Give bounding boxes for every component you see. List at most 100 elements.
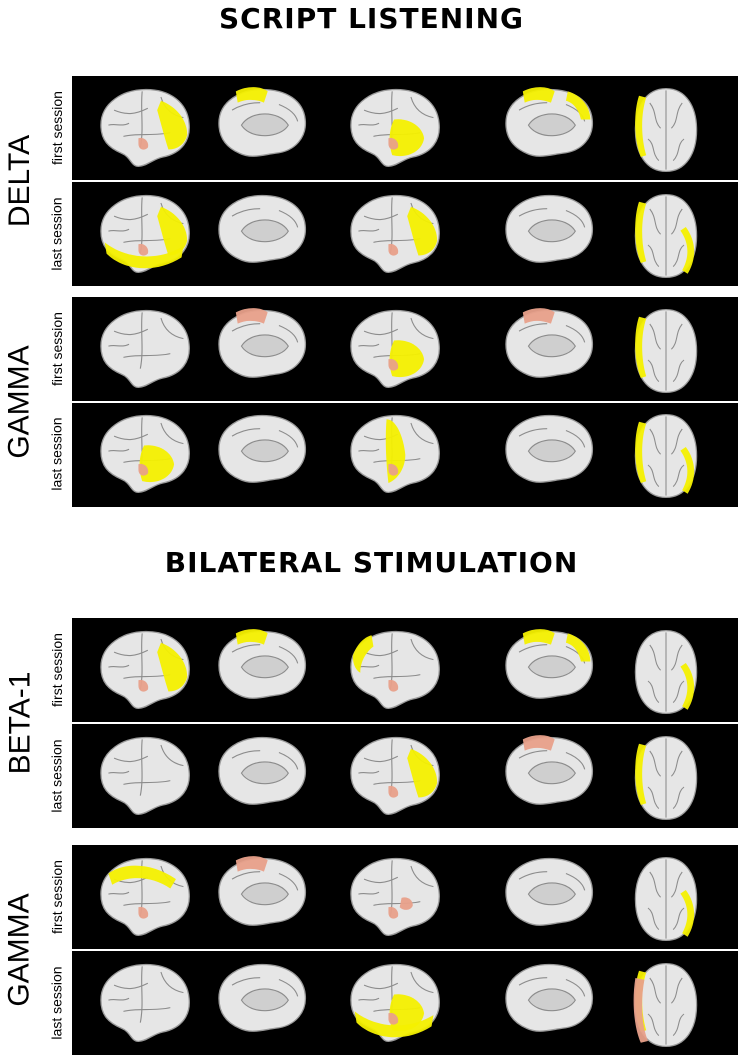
sulcus-line [108, 997, 130, 1001]
sulcus-line [649, 428, 661, 455]
activation-region [635, 201, 647, 263]
sulcus-line [108, 664, 130, 668]
activation-region [565, 633, 591, 662]
sulcus-line [278, 103, 299, 122]
top-brain-view [634, 308, 698, 394]
sulcus-line [240, 334, 289, 358]
sulcus-line [373, 674, 421, 679]
sulcus-line [123, 1007, 171, 1012]
lateral-left-brain-view [100, 857, 190, 937]
cortex-surface [100, 736, 190, 816]
activation-region [680, 227, 695, 274]
activation-region [389, 994, 425, 1032]
sulcus-line [160, 317, 184, 340]
top-brain-view [634, 629, 698, 715]
medial-right-brain-view [505, 87, 593, 157]
sulcus-line [363, 649, 399, 657]
sulcus-line [649, 871, 661, 898]
sulcus-line [527, 334, 576, 358]
divider [72, 949, 738, 951]
sulcus-line [410, 96, 434, 119]
activation-region [522, 87, 555, 103]
medial-left-brain-view [218, 87, 306, 157]
sulcus-line [410, 638, 434, 661]
divider [72, 722, 738, 724]
session-label: last session [49, 739, 65, 813]
sulcus-line [649, 102, 661, 129]
sulcus-line [672, 786, 685, 809]
top-brain-view [634, 413, 698, 499]
top-brain-view [634, 735, 698, 821]
sulcus-line [527, 113, 576, 137]
sulcus-line [373, 901, 421, 906]
sulcus-line [231, 323, 261, 332]
sulcus-line [278, 751, 299, 770]
activation-region [138, 137, 149, 150]
sulcus-line [527, 655, 576, 679]
lateral-left-brain-view [100, 309, 190, 389]
activation-region [522, 308, 555, 324]
medial-right-brain-view [505, 194, 593, 263]
sulcus-line [231, 977, 261, 986]
session-label: last session [49, 197, 65, 271]
sulcus-line [671, 208, 683, 235]
sulcus-line [647, 680, 660, 703]
lateral-right-brain-view [350, 414, 440, 494]
sulcus-line [671, 977, 683, 1004]
activation-region [235, 856, 268, 872]
activation-region [138, 679, 149, 692]
activation-region [522, 735, 555, 751]
sulcus-line [139, 739, 143, 796]
sulcus-line [518, 644, 548, 653]
medial-right-brain-view [505, 857, 593, 926]
activation-region [388, 679, 399, 692]
medial-right-brain-view [505, 308, 593, 378]
activation-region [138, 463, 149, 476]
activation-region [157, 206, 188, 256]
sulcus-line [672, 680, 685, 703]
sulcus-line [278, 429, 299, 448]
sulcus-line [518, 102, 548, 111]
sulcus-line [647, 786, 660, 809]
sulcus-line [565, 209, 586, 228]
activation-region [680, 890, 695, 937]
sulcus-line [647, 244, 660, 267]
sulcus-line [160, 422, 184, 445]
sulcus-line [231, 208, 261, 217]
sulcus-line [363, 213, 399, 221]
sulcus-line [647, 464, 660, 487]
sulcus-line [649, 208, 661, 235]
top-brain-view [633, 962, 698, 1048]
top-brain-view [634, 193, 698, 279]
sulcus-line [113, 328, 149, 336]
lateral-left-brain-view [100, 414, 190, 494]
activation-region [407, 748, 438, 798]
sulcus-line [278, 645, 299, 664]
sulcus-line [278, 978, 299, 997]
activation-region [389, 340, 425, 378]
sulcus-line [565, 645, 586, 664]
sulcus-line [565, 978, 586, 997]
sulcus-line [278, 872, 299, 891]
activation-region [157, 642, 188, 692]
activation-region [138, 243, 149, 256]
sulcus-line [231, 102, 261, 111]
sulcus-line [113, 107, 149, 115]
session-label: first session [49, 91, 66, 165]
activation-region [235, 629, 268, 645]
sulcus-line [363, 107, 399, 115]
activation-region [108, 865, 176, 889]
sulcus-line [108, 228, 130, 232]
sulcus-line [113, 433, 149, 441]
sulcus-line [123, 780, 171, 785]
medial-left-brain-view [218, 963, 306, 1032]
sulcus-line [527, 882, 576, 906]
divider [72, 180, 738, 182]
activation-region [522, 629, 555, 645]
lateral-left-brain-view [100, 963, 190, 1043]
activation-region [235, 87, 268, 103]
sulcus-line [231, 428, 261, 437]
sulcus-line [518, 428, 548, 437]
session-label: first session [49, 312, 66, 386]
medial-right-brain-view [505, 963, 593, 1032]
